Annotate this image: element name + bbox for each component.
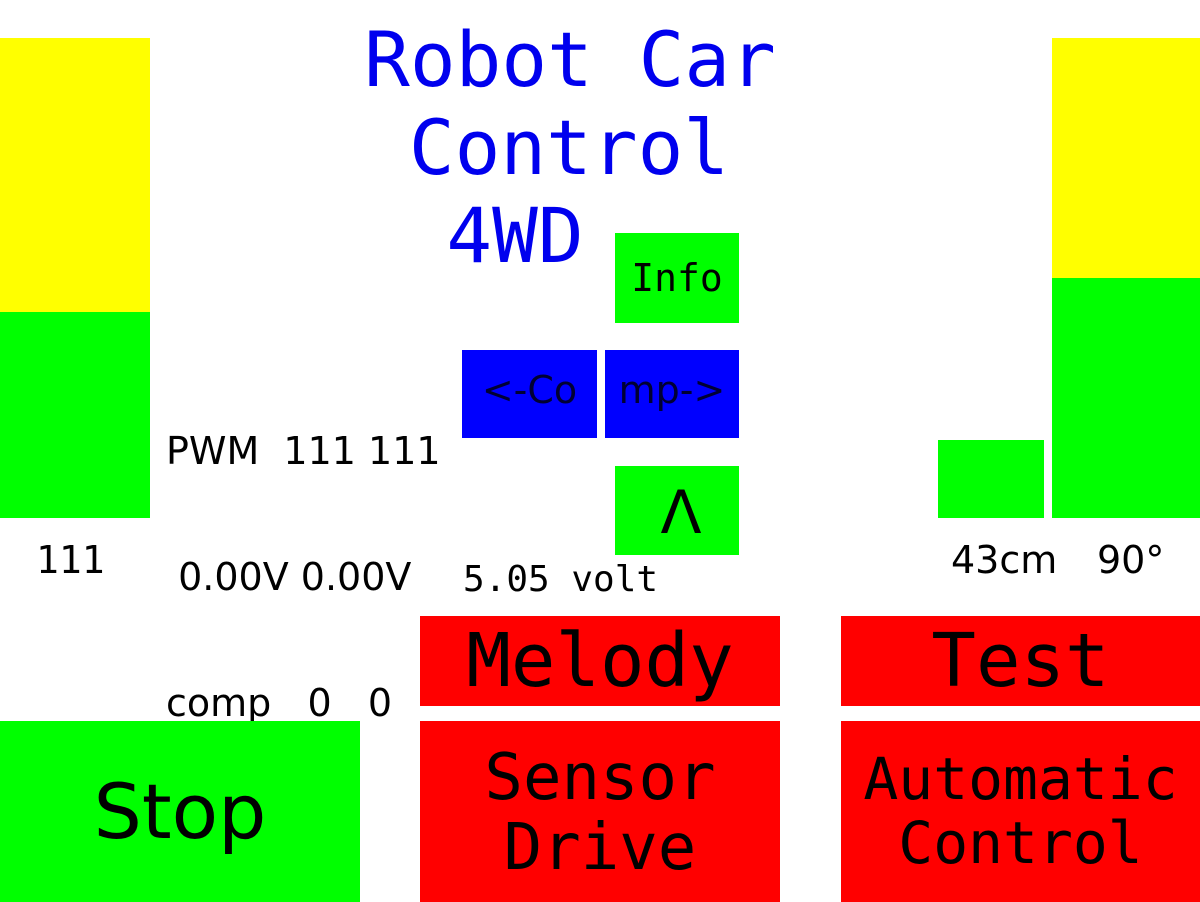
melody-button-label: Melody [466,618,734,704]
direction-forward-button[interactable]: Λ [615,466,739,555]
test-button-label: Test [931,618,1110,704]
pwm-row: PWM 111 111 [166,429,441,473]
automatic-control-line-1: Automatic [863,745,1178,813]
compensation-left-button[interactable]: <-Co [462,350,597,438]
right-bar-empty [1052,38,1200,278]
sensor-drive-button[interactable]: Sensor Drive [420,721,780,902]
title-line-2: Control [408,103,730,192]
automatic-control-button[interactable]: Automatic Control [841,721,1200,902]
distance-label: 43cm [951,538,1058,582]
stop-button[interactable]: Stop [0,721,360,902]
compensation-row: comp 0 0 [166,681,393,725]
chevron-up-icon: Λ [660,477,702,548]
distance-bar [938,440,1044,518]
title-line-3: 4WD [446,191,584,280]
stop-button-label: Stop [93,766,267,856]
left-bar-fill [0,312,150,518]
compensation-right-button[interactable]: mp-> [605,350,739,438]
melody-button[interactable]: Melody [420,616,780,706]
left-bar-empty [0,38,150,312]
right-bar-fill [1052,278,1200,518]
title-line-1: Robot Car [364,15,776,104]
left-bar-value: 111 [36,538,105,582]
sensor-drive-line-1: Sensor [484,741,716,815]
compensation-left-label: <-Co [481,368,578,412]
angle-label: 90° [1097,538,1165,582]
page-title: Robot Car Control 4WD [300,16,840,280]
battery-voltage: 5.05 volt [463,559,659,600]
motor-stats: PWM 111 111 0.00V 0.00V comp 0 0 [166,346,441,766]
voltage-row: 0.00V 0.00V [166,555,412,599]
info-button[interactable]: Info [615,233,739,323]
compensation-right-label: mp-> [618,368,726,412]
sensor-drive-line-2: Drive [503,811,697,885]
automatic-control-line-2: Control [898,809,1143,877]
test-button[interactable]: Test [841,616,1200,706]
info-button-label: Info [631,256,723,300]
